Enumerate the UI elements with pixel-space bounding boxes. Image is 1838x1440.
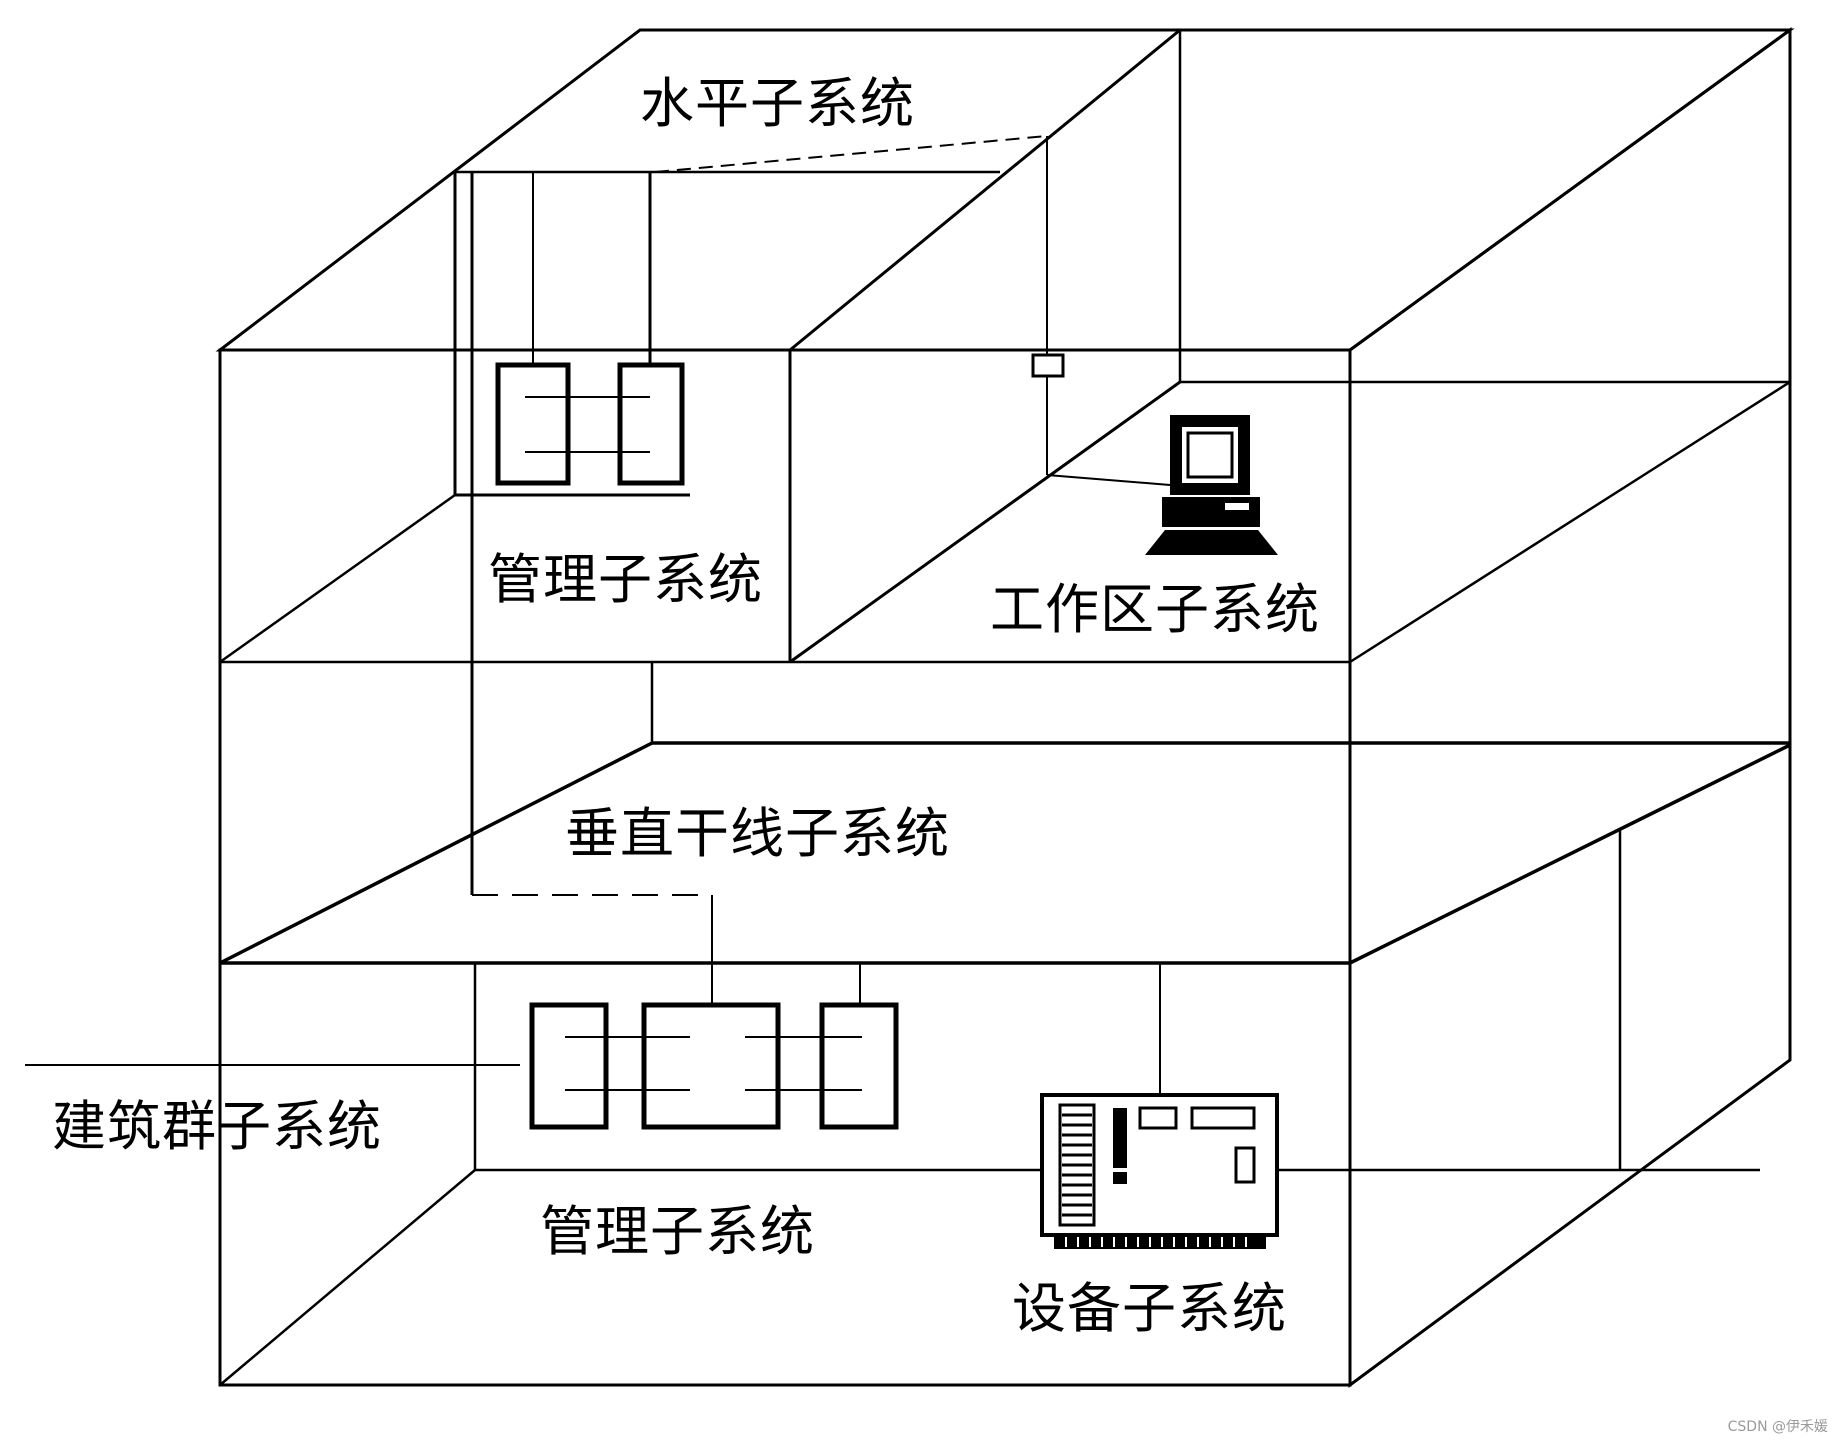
label-vertical-backbone-subsystem: 垂直干线子系统 [565,802,950,865]
cabinet-button [1113,1172,1127,1184]
label-equipment-subsystem: 设备子系统 [1012,1277,1287,1340]
cabinet-base [1054,1235,1266,1249]
floor-line-side-lower [1349,743,1791,965]
cabinet-vent-slats [1062,1113,1092,1217]
top-rack-left [495,362,571,486]
right-face-outline [1348,27,1792,1388]
top-management-racks [455,362,690,497]
ground-left-edge [219,1169,476,1386]
horizontal-cable-dashed [654,135,1048,173]
partition-top-edge [789,28,1181,352]
monitor-screen-outer [1182,427,1238,483]
label-management-subsystem-top: 管理子系统 [488,548,763,611]
computer-icon [1145,415,1278,555]
cabinet-indicator [1113,1108,1127,1168]
cabling [25,135,1620,1171]
monitor-screen-inner [1186,431,1234,479]
keyboard [1145,530,1278,555]
cabinet-display-2 [1190,1106,1256,1130]
label-horizontal-subsystem: 水平子系统 [640,72,915,135]
top-left-floor-edge [219,493,456,664]
information-outlet [1031,353,1065,378]
label-work-area-subsystem: 工作区子系统 [990,578,1320,641]
floor-line-side-upper [1349,380,1791,664]
watermark: CSDN @伊禾媛 [1727,1419,1828,1435]
bottom-rack-middle [641,1002,781,1130]
partition-bottom-edge [789,380,1181,664]
computer-base [1162,497,1260,527]
top-rack-right [617,362,685,486]
label-campus-subsystem: 建筑群子系统 [52,1095,382,1158]
middle-floor-interior [219,662,1790,965]
disk-slot [1225,503,1249,510]
cabinet-display-1 [1138,1106,1178,1130]
bottom-rack-left [529,1002,609,1130]
labels: 水平子系统 管理子系统 工作区子系统 垂直干线子系统 建筑群子系统 管理子系统 … [52,72,1320,1340]
cabinet-handle [1234,1146,1256,1184]
bottom-rack-right [819,1002,899,1130]
equipment-cabinet-icon [1040,1093,1279,1249]
cabinet-base-slots [1065,1237,1247,1247]
label-management-subsystem-bottom: 管理子系统 [540,1200,815,1263]
building-frame [215,27,1795,1388]
middle-floor-left-edge [219,741,653,965]
floor-to-pc [1046,474,1171,486]
cabinet-vent-panel [1058,1103,1096,1227]
bottom-management-racks [529,1002,899,1130]
